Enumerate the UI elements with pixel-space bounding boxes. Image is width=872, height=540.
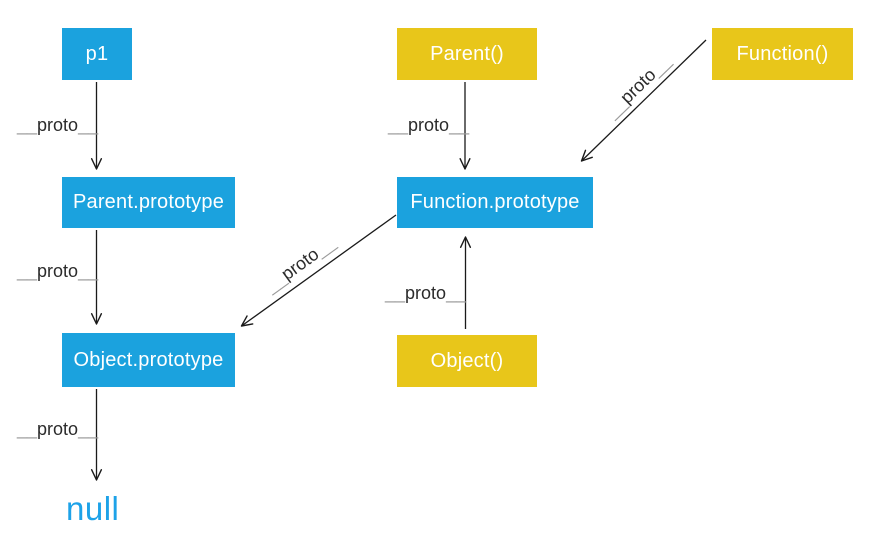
proto-word: proto [37, 261, 79, 281]
proto-underscore-prefix: __ [17, 261, 38, 281]
proto-label-object-ctor-edge: __proto__ [385, 283, 466, 303]
proto-word: proto [405, 283, 447, 303]
edge-function-prototype-to-object-prototype [240, 214, 397, 327]
proto-label-p1-edge: __proto__ [17, 115, 98, 135]
proto-underscore-suffix: __ [78, 115, 99, 135]
proto-underscore-prefix: __ [17, 115, 38, 135]
node-parent-prototype: Parent.prototype [62, 177, 235, 228]
proto-underscore-prefix: __ [17, 419, 38, 439]
null-terminal-label: null [66, 490, 120, 527]
node-function-constructor: Function() [712, 28, 853, 80]
proto-label-parent-prototype-edge: __proto__ [17, 261, 98, 281]
node-p1-label: p1 [85, 42, 109, 65]
node-parent-constructor: Parent() [397, 28, 537, 80]
proto-word: proto [408, 115, 450, 135]
node-function-prototype: Function.prototype [397, 177, 593, 228]
node-object-prototype-label: Object.prototype [73, 348, 224, 371]
proto-word: proto [37, 115, 79, 135]
node-p1: p1 [62, 28, 132, 80]
proto-underscore-suffix: __ [446, 283, 467, 303]
node-function-prototype-label: Function.prototype [410, 191, 580, 213]
proto-underscore-suffix: __ [78, 261, 99, 281]
node-object-constructor: Object() [397, 335, 537, 387]
node-object-constructor-label: Object() [430, 349, 504, 372]
node-parent-constructor-label: Parent() [430, 42, 504, 65]
node-object-prototype: Object.prototype [62, 333, 235, 387]
proto-label-parent-ctor-edge: __proto__ [388, 115, 469, 135]
proto-underscore-prefix: __ [388, 115, 409, 135]
proto-underscore-suffix: __ [449, 115, 470, 135]
node-parent-prototype-label: Parent.prototype [72, 191, 225, 213]
edge-function-ctor-to-function-prototype [580, 39, 707, 162]
proto-underscore-prefix: __ [385, 283, 406, 303]
node-function-constructor-label: Function() [736, 42, 829, 65]
proto-label-object-prototype-edge: __proto__ [17, 419, 98, 439]
proto-underscore-suffix: __ [78, 419, 99, 439]
proto-word: proto [37, 419, 79, 439]
